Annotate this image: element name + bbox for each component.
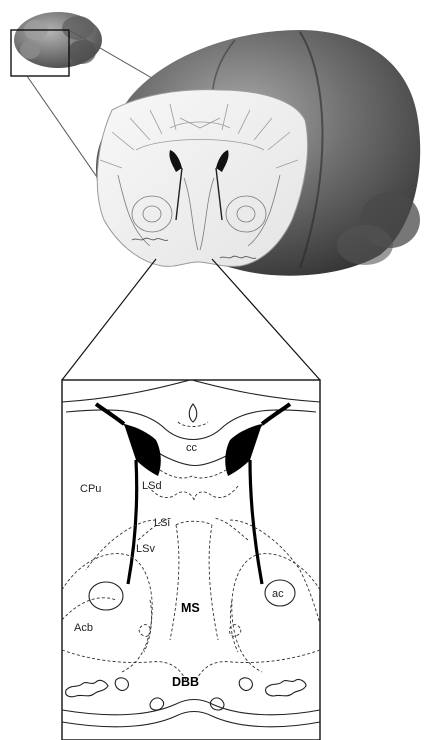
label-cpu: CPu	[80, 483, 101, 495]
label-cc: cc	[186, 442, 198, 454]
thumbnail-brain	[14, 12, 102, 68]
zoom-lines-bottom	[62, 259, 320, 380]
label-lsd: LSd	[142, 480, 162, 492]
label-ac: ac	[272, 588, 284, 600]
label-dbb: DBB	[172, 675, 199, 689]
label-lsv: LSv	[136, 543, 155, 555]
detail-section: cc CPu LSd LSi LSv ac Acb MS DBB	[62, 380, 320, 740]
label-ms: MS	[181, 601, 200, 615]
label-acb: Acb	[74, 622, 93, 634]
coronal-cut-face	[97, 90, 307, 267]
label-lsi: LSi	[154, 517, 170, 529]
